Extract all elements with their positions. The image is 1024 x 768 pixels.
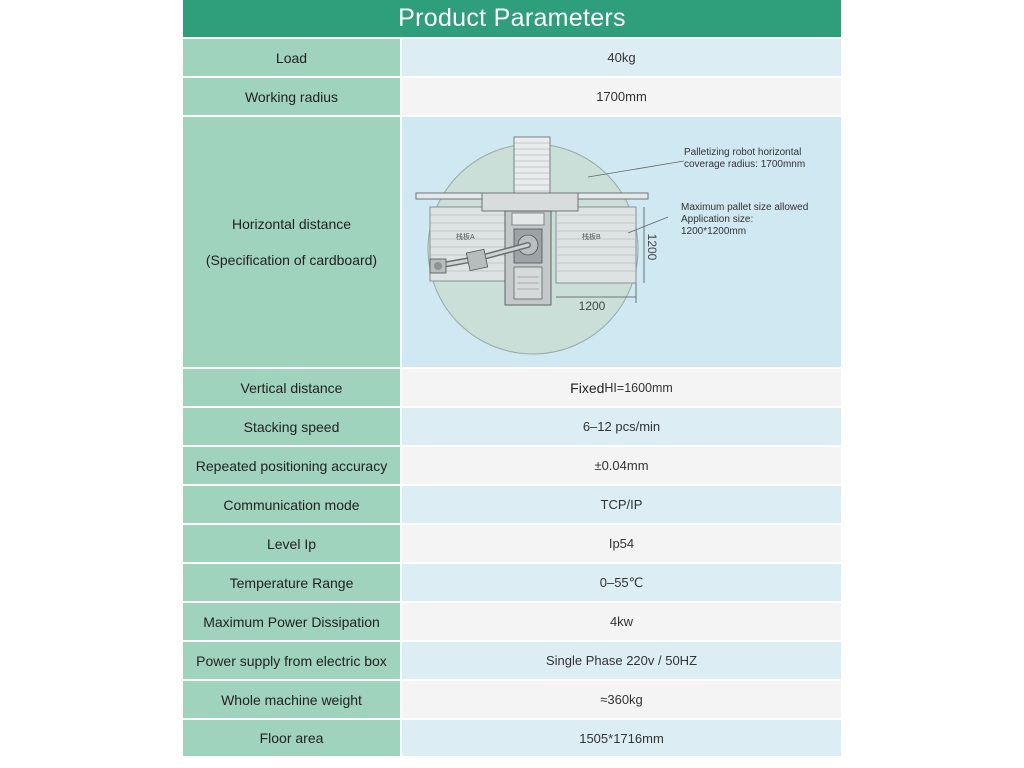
row-label: Repeated positioning accuracy [183, 447, 400, 484]
row-value: 0–55℃ [402, 564, 841, 601]
layout-diagram-cell: 1200 1200 栈板A 栈板B Palletizing robot hori… [402, 117, 841, 367]
row-label: Floor area [183, 720, 400, 756]
row-label: Working radius [183, 78, 400, 115]
row-value: 1700mm [402, 78, 841, 115]
row-label: Stacking speed [183, 408, 400, 445]
row-label-group: Horizontal distance (Specification of ca… [183, 117, 400, 367]
row-value: Ip54 [402, 525, 841, 562]
row-label: Level Ip [183, 525, 400, 562]
table-row: Load 40kg [183, 39, 841, 76]
row-label: Vertical distance [183, 369, 400, 406]
row-label: Temperature Range [183, 564, 400, 601]
pallet-b [555, 206, 637, 284]
row-label: Whole machine weight [183, 681, 400, 718]
row-value: Single Phase 220v / 50HZ [402, 642, 841, 679]
callout-leader-pallet [627, 216, 669, 234]
table-row: Floor area 1505*1716mm [183, 720, 841, 756]
table-row: Power supply from electric box Single Ph… [183, 642, 841, 679]
table-title: Product Parameters [183, 0, 841, 37]
parameters-table: Product Parameters Load 40kg Working rad… [183, 0, 841, 756]
row-value: 1505*1716mm [402, 720, 841, 756]
table-row: Maximum Power Dissipation 4kw [183, 603, 841, 640]
beam-carriage [481, 192, 579, 212]
callout-leader-radius [587, 160, 685, 178]
table-row: Repeated positioning accuracy ±0.04mm [183, 447, 841, 484]
row-label: Power supply from electric box [183, 642, 400, 679]
table-row: Temperature Range 0–55℃ [183, 564, 841, 601]
table-row-diagram: Horizontal distance (Specification of ca… [183, 117, 841, 367]
row-value: TCP/IP [402, 486, 841, 523]
callout-radius-line2: coverage radius: 1700mnm [684, 159, 805, 170]
pallet-a-label: 栈板A [456, 232, 475, 241]
table-row: Vertical distance Fixed HI=1600mm [183, 369, 841, 406]
row-value: ±0.04mm [402, 447, 841, 484]
row-value: ≈360kg [402, 681, 841, 718]
dimension-width-label: 1200 [579, 299, 606, 313]
row-value: 4kw [402, 603, 841, 640]
callout-pallet-line3: 1200*1200mm [681, 226, 746, 237]
table-row: Communication mode TCP/IP [183, 486, 841, 523]
row-value-group: Fixed HI=1600mm [402, 369, 841, 406]
row-value: 6–12 pcs/min [402, 408, 841, 445]
row-label: Horizontal distance [231, 216, 352, 232]
table-row: Working radius 1700mm [183, 78, 841, 115]
callout-radius-line1: Palletizing robot horizontal [684, 147, 801, 158]
row-label: Maximum Power Dissipation [183, 603, 400, 640]
dimension-height-label: 1200 [645, 234, 659, 261]
pallet-b-label: 栈板B [582, 232, 601, 241]
row-label: Load [183, 39, 400, 76]
callout-pallet-line1: Maximum pallet size allowed [681, 202, 808, 213]
table-row: Whole machine weight ≈360kg [183, 681, 841, 718]
table-row: Level Ip Ip54 [183, 525, 841, 562]
row-value-prefix: Fixed [570, 379, 605, 396]
layout-diagram: 1200 1200 栈板A 栈板B Palletizing robot hori… [415, 136, 808, 355]
table-row: Stacking speed 6–12 pcs/min [183, 408, 841, 445]
row-label: Communication mode [183, 486, 400, 523]
row-value: 40kg [402, 39, 841, 76]
row-label-sub: (Specification of cardboard) [205, 252, 378, 268]
row-value: HI=1600mm [604, 380, 673, 395]
callout-pallet-line2: Application size: [681, 214, 753, 225]
